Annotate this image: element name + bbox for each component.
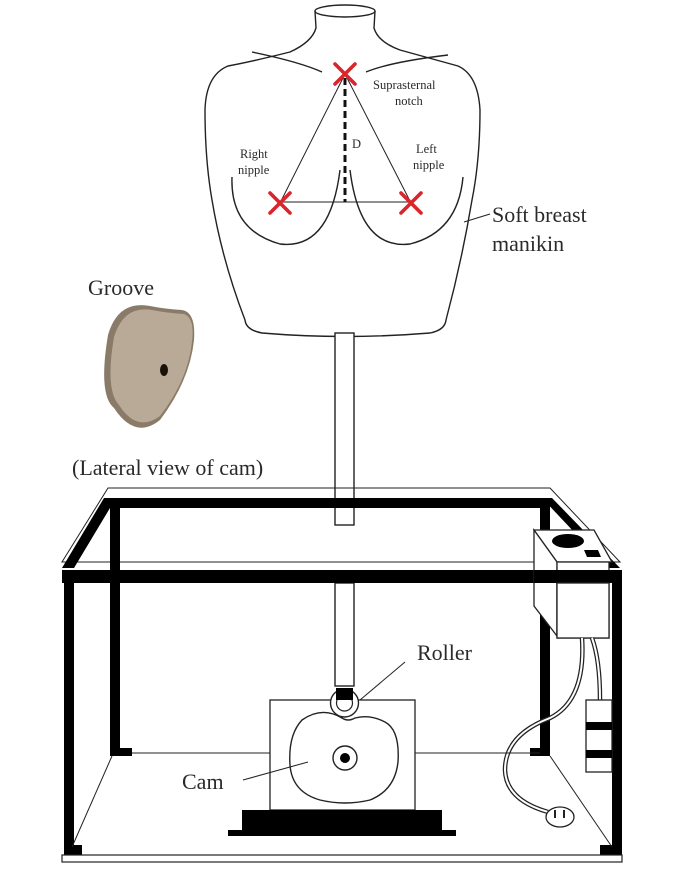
floor-left-diagonal <box>71 755 113 848</box>
frame-back-left-post <box>110 508 120 753</box>
cam-photo-hole <box>160 364 168 376</box>
manikin-callout-line <box>463 213 491 223</box>
left-nipple-label-line1: Left <box>416 142 437 156</box>
floor-right-diagonal <box>549 755 613 848</box>
right-clavicle <box>365 54 449 73</box>
groove-label: Groove <box>88 275 154 300</box>
plug-icon <box>545 806 575 828</box>
distance-d-label: D <box>352 137 361 151</box>
motor-box-front-lower <box>556 582 610 639</box>
frame-back-right-post <box>540 508 550 753</box>
right-nipple-label-line1: Right <box>240 147 268 161</box>
cam-label: Cam <box>182 769 224 794</box>
roller-label: Roller <box>417 640 473 665</box>
motor-box-switch <box>584 550 601 557</box>
frame-front-left-post <box>64 583 74 855</box>
frame-back-right-foot <box>530 748 550 756</box>
frame-front-top-rail <box>62 570 622 583</box>
frame-front-top-rail-overlap <box>534 570 622 583</box>
roller-holder <box>336 688 353 700</box>
motor-box <box>532 527 622 639</box>
notch-to-right-nipple-line <box>279 73 346 204</box>
cam-profile <box>289 711 399 804</box>
support-rod <box>334 332 355 687</box>
frame-front-right-foot <box>600 845 622 855</box>
rod-upper <box>334 332 355 526</box>
notch-to-left-nipple-line <box>344 73 412 204</box>
strip-cable-inner <box>591 637 601 701</box>
neck-top <box>314 4 376 18</box>
suprasternal-notch-label-line2: notch <box>395 94 424 108</box>
left-nipple-label-line2: nipple <box>413 158 445 172</box>
cables <box>502 637 613 828</box>
x-marker-stroke <box>399 191 423 215</box>
manikin-label-line2: manikin <box>492 231 564 256</box>
cam-assembly: Roller Cam <box>132 640 540 836</box>
right-nipple-marker <box>268 191 292 215</box>
right-nipple-label-line2: nipple <box>238 163 270 177</box>
frame-front-right-post <box>612 583 622 855</box>
motor-box-knob <box>552 534 584 548</box>
frame-back-left-foot <box>110 748 132 756</box>
cam-photo-face <box>110 309 193 423</box>
cam-base-lower <box>228 830 456 836</box>
power-strip <box>585 699 613 773</box>
suprasternal-notch-label-line1: Suprasternal <box>373 78 436 92</box>
roller-callout-line <box>359 661 406 701</box>
right-breast-outline <box>231 169 341 246</box>
cam-shaft-inner <box>340 753 350 763</box>
cam-photo: Groove (Lateral view of cam) <box>72 275 263 480</box>
x-marker-stroke <box>268 191 292 215</box>
frame-front-left-foot <box>64 845 82 855</box>
left-nipple-marker <box>399 191 423 215</box>
manikin-label-line1: Soft breast <box>492 202 587 227</box>
x-marker-stroke <box>333 62 357 86</box>
base-plate <box>61 854 623 863</box>
manikin-torso: Suprasternal notch Right nipple Left nip… <box>204 4 587 338</box>
left-clavicle <box>251 51 323 73</box>
frame-back-top-rail <box>104 498 550 508</box>
lateral-view-label: (Lateral view of cam) <box>72 455 263 480</box>
power-cable-inner <box>503 637 584 813</box>
cam-callout-line <box>242 761 309 781</box>
suprasternal-notch-marker <box>333 62 357 86</box>
frame-left-slant-rail <box>62 498 116 568</box>
frame-top-outline <box>61 487 622 563</box>
left-breast-outline <box>349 169 464 246</box>
rod-lower <box>334 582 355 687</box>
